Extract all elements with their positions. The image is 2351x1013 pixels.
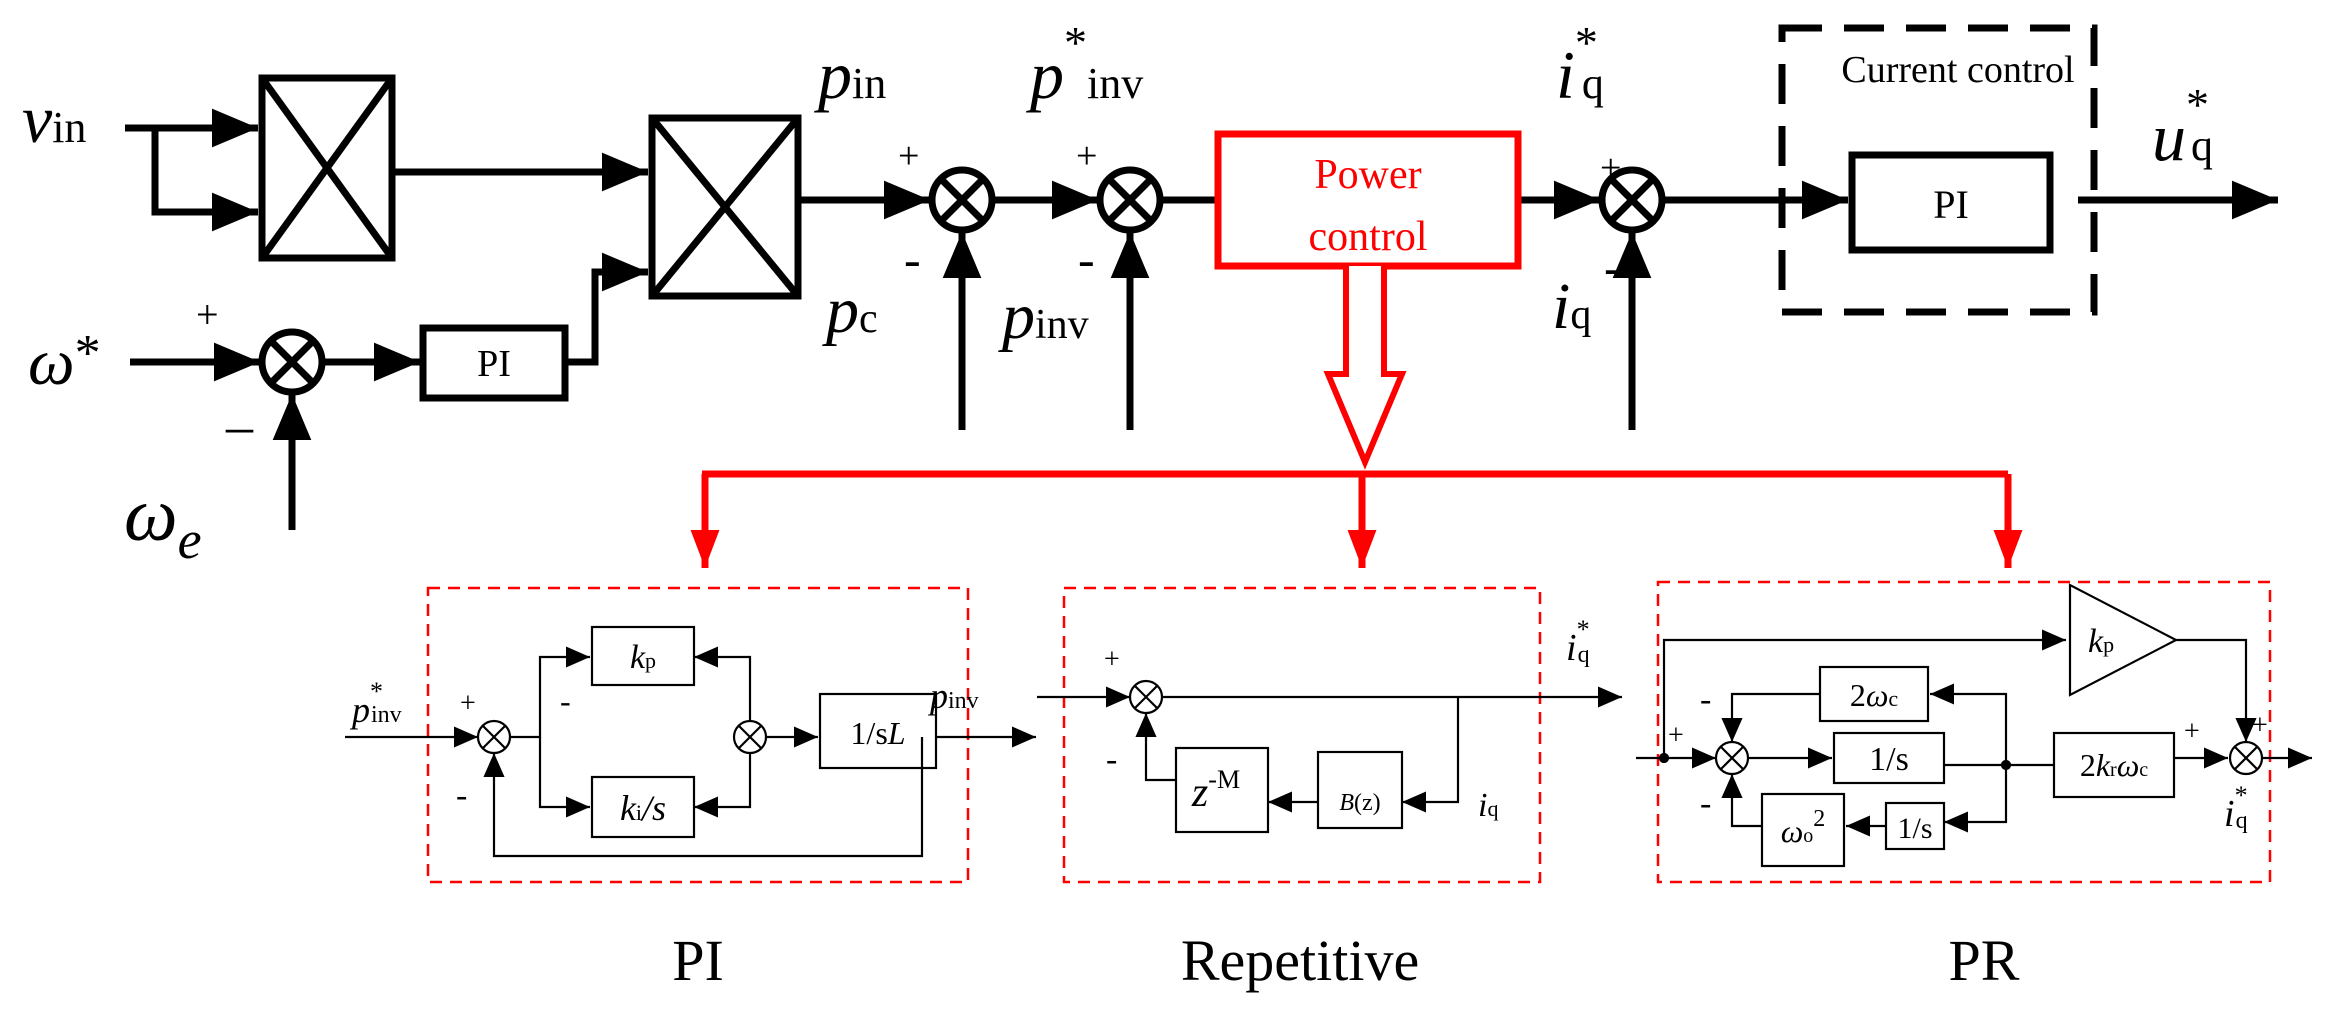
pr-kp-label: kp	[2088, 623, 2114, 660]
pr-resonant-gain-block	[2052, 731, 2176, 799]
pr-kp-out	[2176, 638, 2257, 742]
label-u-q-ref: u*q	[2152, 79, 2213, 175]
label-speed-pi: PI	[477, 343, 511, 385]
pi-plant-label: 1/sL	[850, 715, 905, 751]
pi-detail-plus: +	[460, 688, 476, 719]
pr-damping-feedback	[1721, 692, 1820, 742]
pr-kp-gain	[2068, 583, 2179, 697]
pr-out-plus-left: +	[2184, 716, 2200, 747]
label-current-control: Current control	[1841, 49, 2074, 91]
pr-omega-o-sq-label: ωo2	[1781, 806, 1826, 849]
pr-input-plus: +	[1668, 720, 1684, 751]
multiplier-block-2	[648, 114, 802, 300]
caption-repetitive: Repetitive	[1181, 928, 1419, 993]
repetitive-detail-diagram	[1037, 586, 1622, 884]
v-in-branch	[151, 128, 258, 232]
label-power-control-2: control	[1309, 214, 1428, 260]
pi-detail-fb-minus: -	[456, 777, 467, 814]
speed-pi-output	[565, 252, 648, 366]
pr-detail-frame	[1656, 580, 2272, 884]
pr-detail-diagram	[1636, 580, 2312, 884]
pi-branch-ki	[538, 737, 590, 818]
pr-integrator-a-label: 1/s	[1869, 741, 1909, 778]
label-p-inv-ref: p*inv	[1026, 17, 1143, 113]
pr-resonance-feedback	[1721, 774, 1762, 828]
label-current-minus: -	[1604, 239, 1621, 295]
label-omega-e: ωe	[124, 473, 202, 570]
pi-plant-block	[818, 692, 938, 770]
top-diagram	[125, 24, 2278, 530]
label-current-plus: +	[1600, 147, 1621, 189]
pr-output-label: i*q	[2224, 781, 2248, 835]
pi-kp-label: kp	[630, 639, 656, 676]
pr-integrator-b-label: 1/s	[1897, 812, 1932, 845]
label-p-inv: pinv	[998, 280, 1089, 353]
pr-resonance-minus: -	[1700, 785, 1711, 822]
rep-feedback-label: iq	[1478, 787, 1498, 824]
multiplier-block-1	[258, 74, 396, 262]
label-sum2-minus: -	[1078, 231, 1095, 287]
pr-damping-tap	[1930, 683, 2008, 765]
pr-resonant-gain-label: 2krωc	[2080, 747, 2148, 783]
rep-detail-plus: +	[1104, 644, 1120, 675]
pi-ki-label: ki/s	[620, 788, 666, 828]
rep-b-block	[1316, 750, 1404, 830]
pi-feedback-line	[483, 737, 924, 858]
current-pi-block	[1848, 151, 2054, 254]
label-speed-minus: –	[225, 396, 254, 456]
rep-output-label: i*q	[1566, 615, 1590, 669]
pr-two-omega-c-label: 2ωc	[1850, 677, 1899, 713]
power-control-group	[690, 130, 2023, 568]
label-speed-plus: +	[196, 292, 219, 337]
rep-z-label: z-M	[1191, 765, 1240, 816]
pi-detail-kp-minus: -	[560, 683, 571, 719]
current-control-frame	[1778, 24, 2098, 316]
label-current-pi: PI	[1933, 182, 1969, 227]
caption-pr: PR	[1949, 928, 2020, 993]
pr-damping-minus: -	[1700, 681, 1711, 718]
label-p-c: pc	[822, 274, 878, 347]
pi-kp-out	[694, 646, 752, 722]
pi-detail-frame	[426, 586, 970, 884]
label-i-q-ref: i*q	[1556, 17, 1604, 113]
label-v-in: vin	[22, 81, 86, 157]
rep-z-out	[1135, 713, 1176, 782]
hollow-down-arrow	[1323, 266, 1407, 470]
pi-detail-input-label: p*inv	[349, 677, 402, 730]
label-i-q: iq	[1552, 270, 1591, 343]
caption-pi: PI	[672, 928, 724, 993]
rep-z-block	[1174, 746, 1270, 834]
pr-resonance-tap	[1944, 765, 2008, 833]
pi-ki-out	[694, 752, 752, 818]
pi-branch-kp	[510, 646, 590, 739]
label-power-control-1: Power	[1314, 152, 1421, 198]
label-p-in: pin	[814, 37, 886, 113]
label-omega-ref: ω*	[28, 325, 101, 399]
rep-detail-minus: -	[1106, 741, 1117, 778]
pr-omega-o-sq-block	[1760, 792, 1846, 868]
pi-detail-output-label: pinv	[927, 676, 979, 716]
label-sum1-plus: +	[898, 135, 919, 177]
rep-tap	[1402, 697, 1460, 813]
label-sum2-plus: +	[1076, 135, 1097, 177]
label-sum1-minus: -	[904, 231, 921, 287]
rep-b-label: B(z)	[1339, 790, 1380, 816]
pr-out-plus-top: +	[2252, 710, 2268, 741]
pi-detail-diagram	[345, 586, 1036, 884]
repetitive-detail-frame	[1062, 586, 1542, 884]
pr-integrator-a	[1832, 731, 1946, 785]
pr-kp-feed	[1662, 629, 2066, 758]
